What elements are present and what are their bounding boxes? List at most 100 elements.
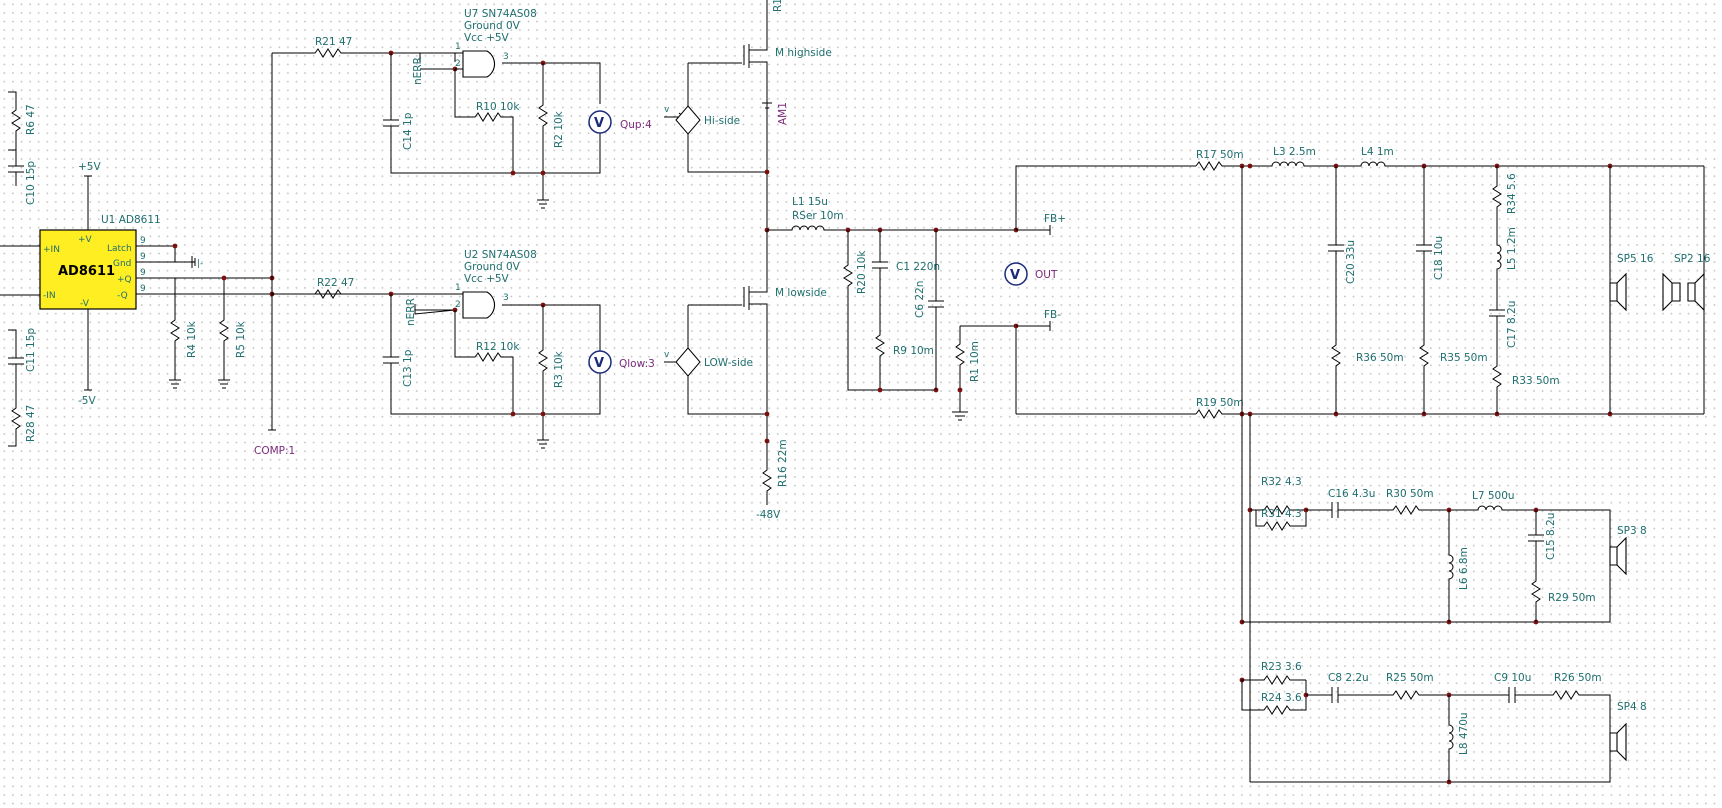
power-stage: Hi-side M highside R1 AM1 LOW-side M low…	[675, 0, 832, 521]
nerr-bot-label: nERR	[405, 298, 417, 326]
r34-label: R34 5.6	[1506, 173, 1518, 214]
c13-label: C13 1p	[402, 349, 414, 387]
opamp-pin-num-2: 9	[140, 252, 146, 262]
and-gate-top[interactable]	[462, 50, 496, 78]
c10-label: C10 15p	[25, 161, 37, 205]
speaker-sp3[interactable]	[1609, 536, 1627, 576]
r20-label: R20 10k	[856, 250, 868, 294]
opamp-pin-vp: +V	[78, 235, 93, 245]
c14-label: C14 1p	[402, 112, 414, 150]
r22-label: R22 47	[317, 277, 354, 289]
opamp-pin-num-3: 9	[140, 268, 146, 278]
supply-pos-label: +5V	[78, 161, 101, 173]
c11-label: C11 15p	[25, 328, 37, 372]
am1-label: AM1	[777, 102, 789, 125]
hiside-v-mark: v	[664, 105, 670, 115]
r28-label: R28 47	[25, 405, 37, 442]
l8-label: L8 470u	[1458, 712, 1470, 755]
gate-top-pin2: 2	[455, 59, 461, 69]
crossover-main: R17 50m L3 2.5m L4 1m R19 50m C20 33u R3…	[1195, 146, 1711, 419]
sp5-label: SP5 16	[1617, 253, 1654, 265]
opamp-pin-num-4: 9	[140, 284, 146, 294]
opamp-pin-qp: +Q	[117, 275, 132, 285]
c8-label: C8 2.2u	[1328, 672, 1369, 684]
c9-label: C9 10u	[1494, 672, 1531, 684]
gate-top-pin1: 1	[455, 42, 461, 52]
rtop-label: R1	[772, 0, 784, 12]
fbm-label: FB-	[1044, 309, 1061, 321]
opamp-pin-num-1: 9	[140, 236, 146, 246]
opamp-pin-gnd: Gnd	[113, 259, 131, 269]
r10-label: R10 10k	[476, 101, 520, 113]
gate-top-vcc: Vcc +5V	[464, 32, 510, 44]
gate-bot-vcc: Vcc +5V	[464, 273, 510, 285]
r24-label: R24 3.6	[1261, 692, 1302, 704]
supply-neg-label: -5V	[78, 395, 96, 407]
opamp-u1[interactable]: AD8611 U1 AD8611 +V -V +IN -IN Latch Gnd…	[39, 214, 161, 310]
l7-label: L7 500u	[1472, 490, 1515, 502]
speaker-sp4[interactable]	[1609, 722, 1627, 762]
speaker-sp5[interactable]	[1609, 272, 1627, 312]
neg48-label: -48V	[756, 509, 781, 521]
sp4-label: SP4 8	[1617, 701, 1647, 713]
out-label: OUT	[1035, 269, 1058, 281]
r12-label: R12 10k	[476, 341, 520, 353]
r19-label: R19 50m	[1196, 397, 1244, 409]
r3-label: R3 10k	[553, 350, 565, 388]
r36-label: R36 50m	[1356, 352, 1404, 364]
r1-label: R1 10m	[969, 341, 981, 382]
opamp-wiring: +5V -5V |- 9 9 9 9 R4 10k R5 10k COMP:1	[0, 53, 390, 457]
sp3-label: SP3 8	[1617, 525, 1647, 537]
r30-label: R30 50m	[1386, 488, 1434, 500]
r23-label: R23 3.6	[1261, 661, 1302, 673]
gate-bot-pin1: 1	[455, 283, 461, 293]
opamp-pin-vm: -V	[80, 299, 90, 309]
nerr-top-label: nERR	[412, 57, 424, 85]
l3-label: L3 2.5m	[1273, 146, 1316, 158]
lowside-v-mark: v	[664, 350, 670, 360]
c20-label: C20 33u	[1345, 240, 1357, 284]
gate-top-ref: U7 SN74AS08	[464, 8, 537, 20]
l6-label: L6 6.8m	[1458, 547, 1470, 590]
r32-label: R32 4.3	[1261, 476, 1302, 488]
left-edge-components: R6 47 C10 15p C11 15p R28 47	[8, 91, 37, 447]
opamp-pin-inp: +IN	[43, 245, 60, 255]
c18-label: C18 10u	[1433, 236, 1445, 280]
qlow-meter-glyph: V	[594, 356, 604, 371]
r25-label: R25 50m	[1386, 672, 1434, 684]
opamp-name: AD8611	[58, 264, 115, 279]
mhigh-label: M highside	[775, 47, 832, 59]
r16-label: R16 22m	[777, 439, 789, 487]
sp2-label: SP2 16	[1674, 253, 1711, 265]
r2-label: R2 10k	[553, 110, 565, 148]
out-meter-glyph: V	[1010, 268, 1020, 283]
opamp-ground-mark: |-	[197, 259, 203, 269]
c15-label: C15 8.2u	[1545, 513, 1557, 560]
opamp-ref: U1 AD8611	[101, 214, 161, 226]
bottom-driver: R22 47 C13 1p nERR R12 10k 1 2 3 U2 SN74…	[272, 249, 685, 449]
opamp-pin-latch: Latch	[107, 244, 132, 254]
crossover-hi: R23 3.6 R24 3.6 C8 2.2u R25 50m C9 10u R…	[1239, 661, 1647, 785]
l4-label: L4 1m	[1361, 146, 1394, 158]
r33-label: R33 50m	[1512, 375, 1560, 387]
gate-bot-gnd: Ground 0V	[464, 261, 521, 273]
l5-label: L5 1.2m	[1506, 227, 1518, 270]
c1-label: C1 220n	[896, 261, 940, 273]
and-gate-bottom[interactable]	[462, 291, 496, 319]
qlow-label: Qlow:3	[619, 358, 655, 370]
speaker-sp2[interactable]	[1687, 272, 1705, 312]
top-driver: R21 47 C14 1p nERR R10 10k 1 2 3 U7 SN74…	[272, 8, 685, 209]
hiside-label: Hi-side	[704, 115, 740, 127]
r5-label: R5 10k	[235, 320, 247, 358]
lowside-label: LOW-side	[704, 357, 753, 369]
opamp-pin-qm: -Q	[117, 291, 128, 301]
gate-bot-pin3: 3	[503, 293, 509, 303]
mlow-label: M lowside	[775, 287, 827, 299]
gate-bot-ref: U2 SN74AS08	[464, 249, 537, 261]
comp-label: COMP:1	[254, 445, 295, 457]
r26-label: R26 50m	[1554, 672, 1602, 684]
r31-label: R31 4.3	[1261, 508, 1302, 520]
qup-meter-glyph: V	[594, 116, 604, 131]
